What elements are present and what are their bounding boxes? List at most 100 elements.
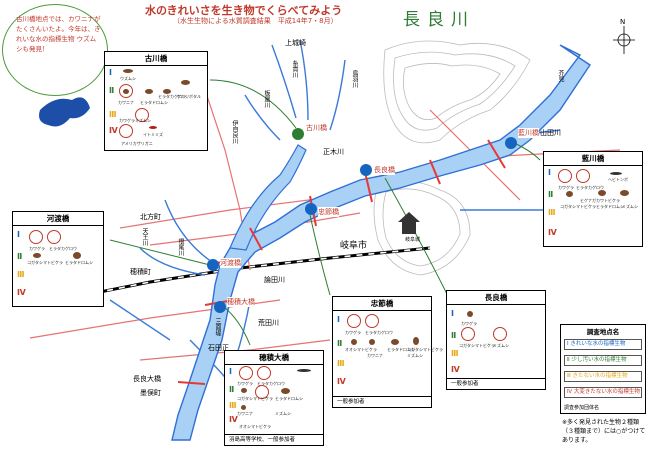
highlight-ring — [47, 230, 61, 244]
grade-4: Ⅳ — [548, 228, 557, 237]
species-label: カワゲラ — [461, 321, 477, 326]
pointer-arrows — [109, 79, 541, 346]
site-dot-nagara[interactable] — [360, 164, 372, 176]
grade-4: Ⅳ — [109, 126, 118, 135]
species-label: ミズムシ — [622, 204, 638, 209]
site-label-hozumi: 穂積大橋 — [227, 297, 255, 307]
north-label: N — [620, 18, 626, 26]
site-dot-chusetsu[interactable] — [305, 203, 317, 215]
species-label: オオシマトビケラ — [345, 347, 377, 352]
legend-row-2: Ⅱ 少し汚い水の指標生物 — [564, 355, 642, 366]
species-label: ヒラタカゲロウ — [576, 185, 604, 190]
species-label: ウズムシ — [120, 76, 136, 81]
panel-title: 忠節橋 — [333, 297, 431, 311]
grade-2: Ⅱ — [548, 190, 554, 199]
panel-hozumi: 穂積大橋 Ⅰ Ⅱ Ⅲ Ⅳ カワゲラ ヒラタカゲロウ コガタシマトビケラ ヒラタド… — [224, 350, 324, 446]
species-label: ヒラタドロムシ — [596, 204, 624, 209]
grade-1: Ⅰ — [17, 230, 20, 239]
nagara-river — [171, 44, 591, 441]
grade-2: Ⅱ — [229, 385, 235, 394]
species-label: ヒラタカゲロウ — [49, 246, 77, 251]
species-label: ヒラタドロムシ — [65, 260, 93, 265]
highlight-ring — [576, 169, 590, 183]
legend-row-1: Ⅰ きれいな水の指標生物 — [564, 339, 642, 350]
site-dot-hozumi[interactable] — [214, 301, 226, 313]
site-label-nagara: 長良橋 — [374, 165, 395, 175]
grade-1: Ⅰ — [337, 315, 340, 324]
species-label: コガタシマトビケラ — [237, 396, 273, 401]
species-label: ヒラタカゲロウ — [365, 330, 393, 335]
site-label-chusetsu: 忠節橋 — [318, 207, 339, 217]
highlight-ring — [257, 366, 271, 380]
legend-row-3: Ⅲ きたない水の指標生物 — [564, 371, 642, 382]
panel-nagara: 長良橋 Ⅰ Ⅱ Ⅲ Ⅳ カワゲラ コガタシマトビケラ ミズムシ 一般参加者 — [446, 290, 546, 390]
grade-1: Ⅰ — [229, 367, 232, 376]
place-nagara-big: 長良大橋 — [133, 375, 161, 383]
species-label: コガタシマトビケラ — [459, 343, 495, 348]
grade-4: Ⅳ — [451, 365, 460, 374]
species-label: ヒラタカゲロウ — [158, 94, 186, 99]
species-icon — [297, 369, 311, 372]
species-label: オオシマトビケラ — [239, 424, 271, 429]
panel-title: 穂積大橋 — [225, 351, 323, 365]
place-kita: 北方町 — [140, 213, 161, 221]
species-icon — [33, 253, 41, 258]
species-label: ヒゲナガカワトビケラ — [580, 198, 620, 203]
page-title: 水のきれいさを生き物でくらべてみよう — [145, 4, 343, 17]
species-label: ミズムシ — [135, 118, 151, 123]
species-icon — [281, 388, 290, 394]
panel-title: 河渡橋 — [13, 212, 103, 226]
species-label: ゲンジボタル — [177, 94, 201, 99]
place-itoko: 糸貫川 — [291, 60, 298, 78]
site-label-aikawa: 藍川橋 — [518, 128, 539, 138]
highlight-ring — [119, 84, 133, 98]
panel-chusetsu: 忠節橋 Ⅰ Ⅱ Ⅲ Ⅳ カワゲラ ヒラタカゲロウ オオシマトビケラ カワニナ ヒ… — [332, 296, 443, 408]
place-yamada: 山田川 — [540, 129, 561, 137]
grade-3: Ⅲ — [17, 270, 25, 279]
speech-bubble — [2, 4, 108, 96]
site-dot-kodo[interactable] — [207, 259, 219, 271]
footnote: ※多く発見された生物２種類（３種類まで）には○がつけてあります。 — [562, 419, 646, 444]
grade-3: Ⅲ — [229, 401, 237, 410]
grade-2: Ⅱ — [337, 339, 343, 348]
place-ozu: 石田正 — [208, 344, 229, 352]
species-icon — [566, 191, 573, 197]
grade-3: Ⅲ — [337, 359, 345, 368]
place-sugi: 墨俣町 — [140, 389, 161, 397]
species-icon — [123, 89, 129, 94]
grade-1: Ⅰ — [548, 168, 551, 177]
grade-2: Ⅱ — [17, 252, 23, 261]
place-ishida: 荒田川 — [258, 319, 279, 327]
species-label: ミズムシ — [407, 353, 423, 358]
species-label: ヒラタドロムシ — [275, 396, 303, 401]
site-dot-furukawa[interactable] — [292, 128, 304, 140]
species-label: ヘビトンボ — [608, 177, 628, 182]
species-icon — [163, 89, 171, 94]
grade-2: Ⅱ — [451, 331, 457, 340]
species-icon — [149, 126, 157, 129]
place-kamioka: 上城崎 — [285, 39, 306, 47]
grade-3: Ⅲ — [451, 349, 459, 358]
site-label-kodo: 河渡橋 — [220, 258, 241, 268]
grade-4: Ⅳ — [337, 377, 346, 386]
species-label: カワニナ — [118, 100, 134, 105]
place-tsunarikawa: 伊自良川 — [231, 120, 238, 144]
species-label: イトミミズ — [143, 132, 163, 137]
legend-row-4: Ⅳ 大変きたない水の指標生物 — [564, 387, 642, 398]
species-icon — [610, 172, 622, 175]
panel-footer: 一般参加者 — [447, 378, 545, 389]
upper-river — [229, 144, 307, 251]
species-label: カワニナ — [237, 411, 253, 416]
legend-footer: 調査参加団体名 — [564, 405, 600, 411]
site-dot-aikawa[interactable] — [505, 137, 517, 149]
species-label: カワニナ — [367, 353, 383, 358]
japan-map-icon — [39, 97, 90, 127]
species-label: カワゲラ — [558, 185, 574, 190]
place-ita: 板屋川 — [263, 90, 270, 108]
grade-3: Ⅲ — [109, 110, 117, 119]
place-tenno: 天王川 — [141, 228, 148, 246]
grade-2: Ⅱ — [109, 86, 115, 95]
panel-title: 藍川橋 — [544, 152, 642, 166]
panel-footer: 一般参加者 — [333, 396, 431, 407]
